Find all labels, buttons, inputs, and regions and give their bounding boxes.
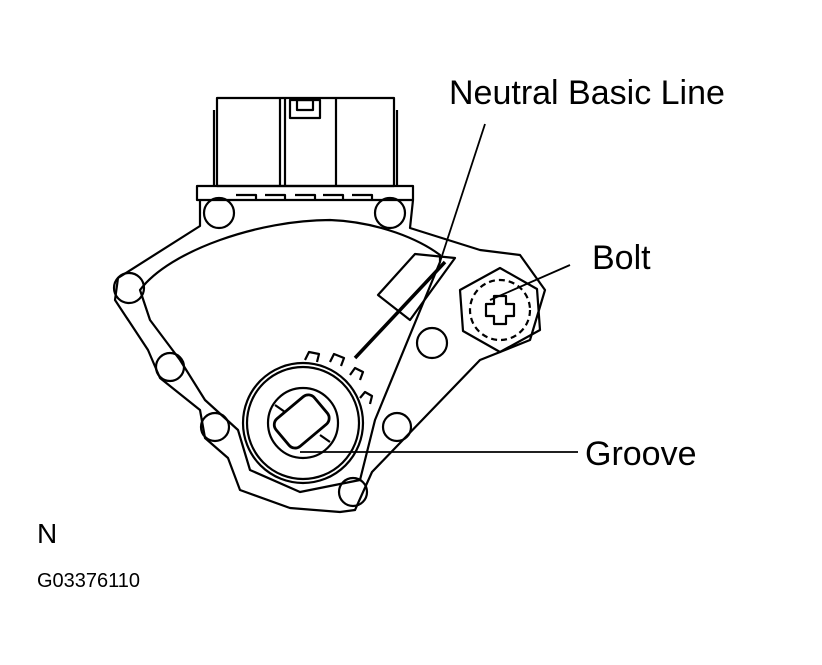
bolt-leader: [489, 264, 571, 301]
mounting-holes: [112, 196, 449, 508]
figure-id: G03376110: [37, 570, 141, 592]
label-neutral-basic-line: Neutral Basic Line: [449, 74, 725, 112]
label-bolt: Bolt: [592, 239, 651, 277]
housing-inner-outline: [138, 218, 442, 494]
label-groove: Groove: [585, 435, 697, 473]
label-position: N: [37, 518, 58, 549]
neutral-basic-line-mark: [353, 252, 457, 360]
housing-outline: [113, 199, 547, 514]
neutral-basic-line-leader: [439, 123, 486, 263]
bolt: [458, 266, 542, 354]
connector: [195, 96, 415, 202]
shaft: [241, 350, 374, 485]
